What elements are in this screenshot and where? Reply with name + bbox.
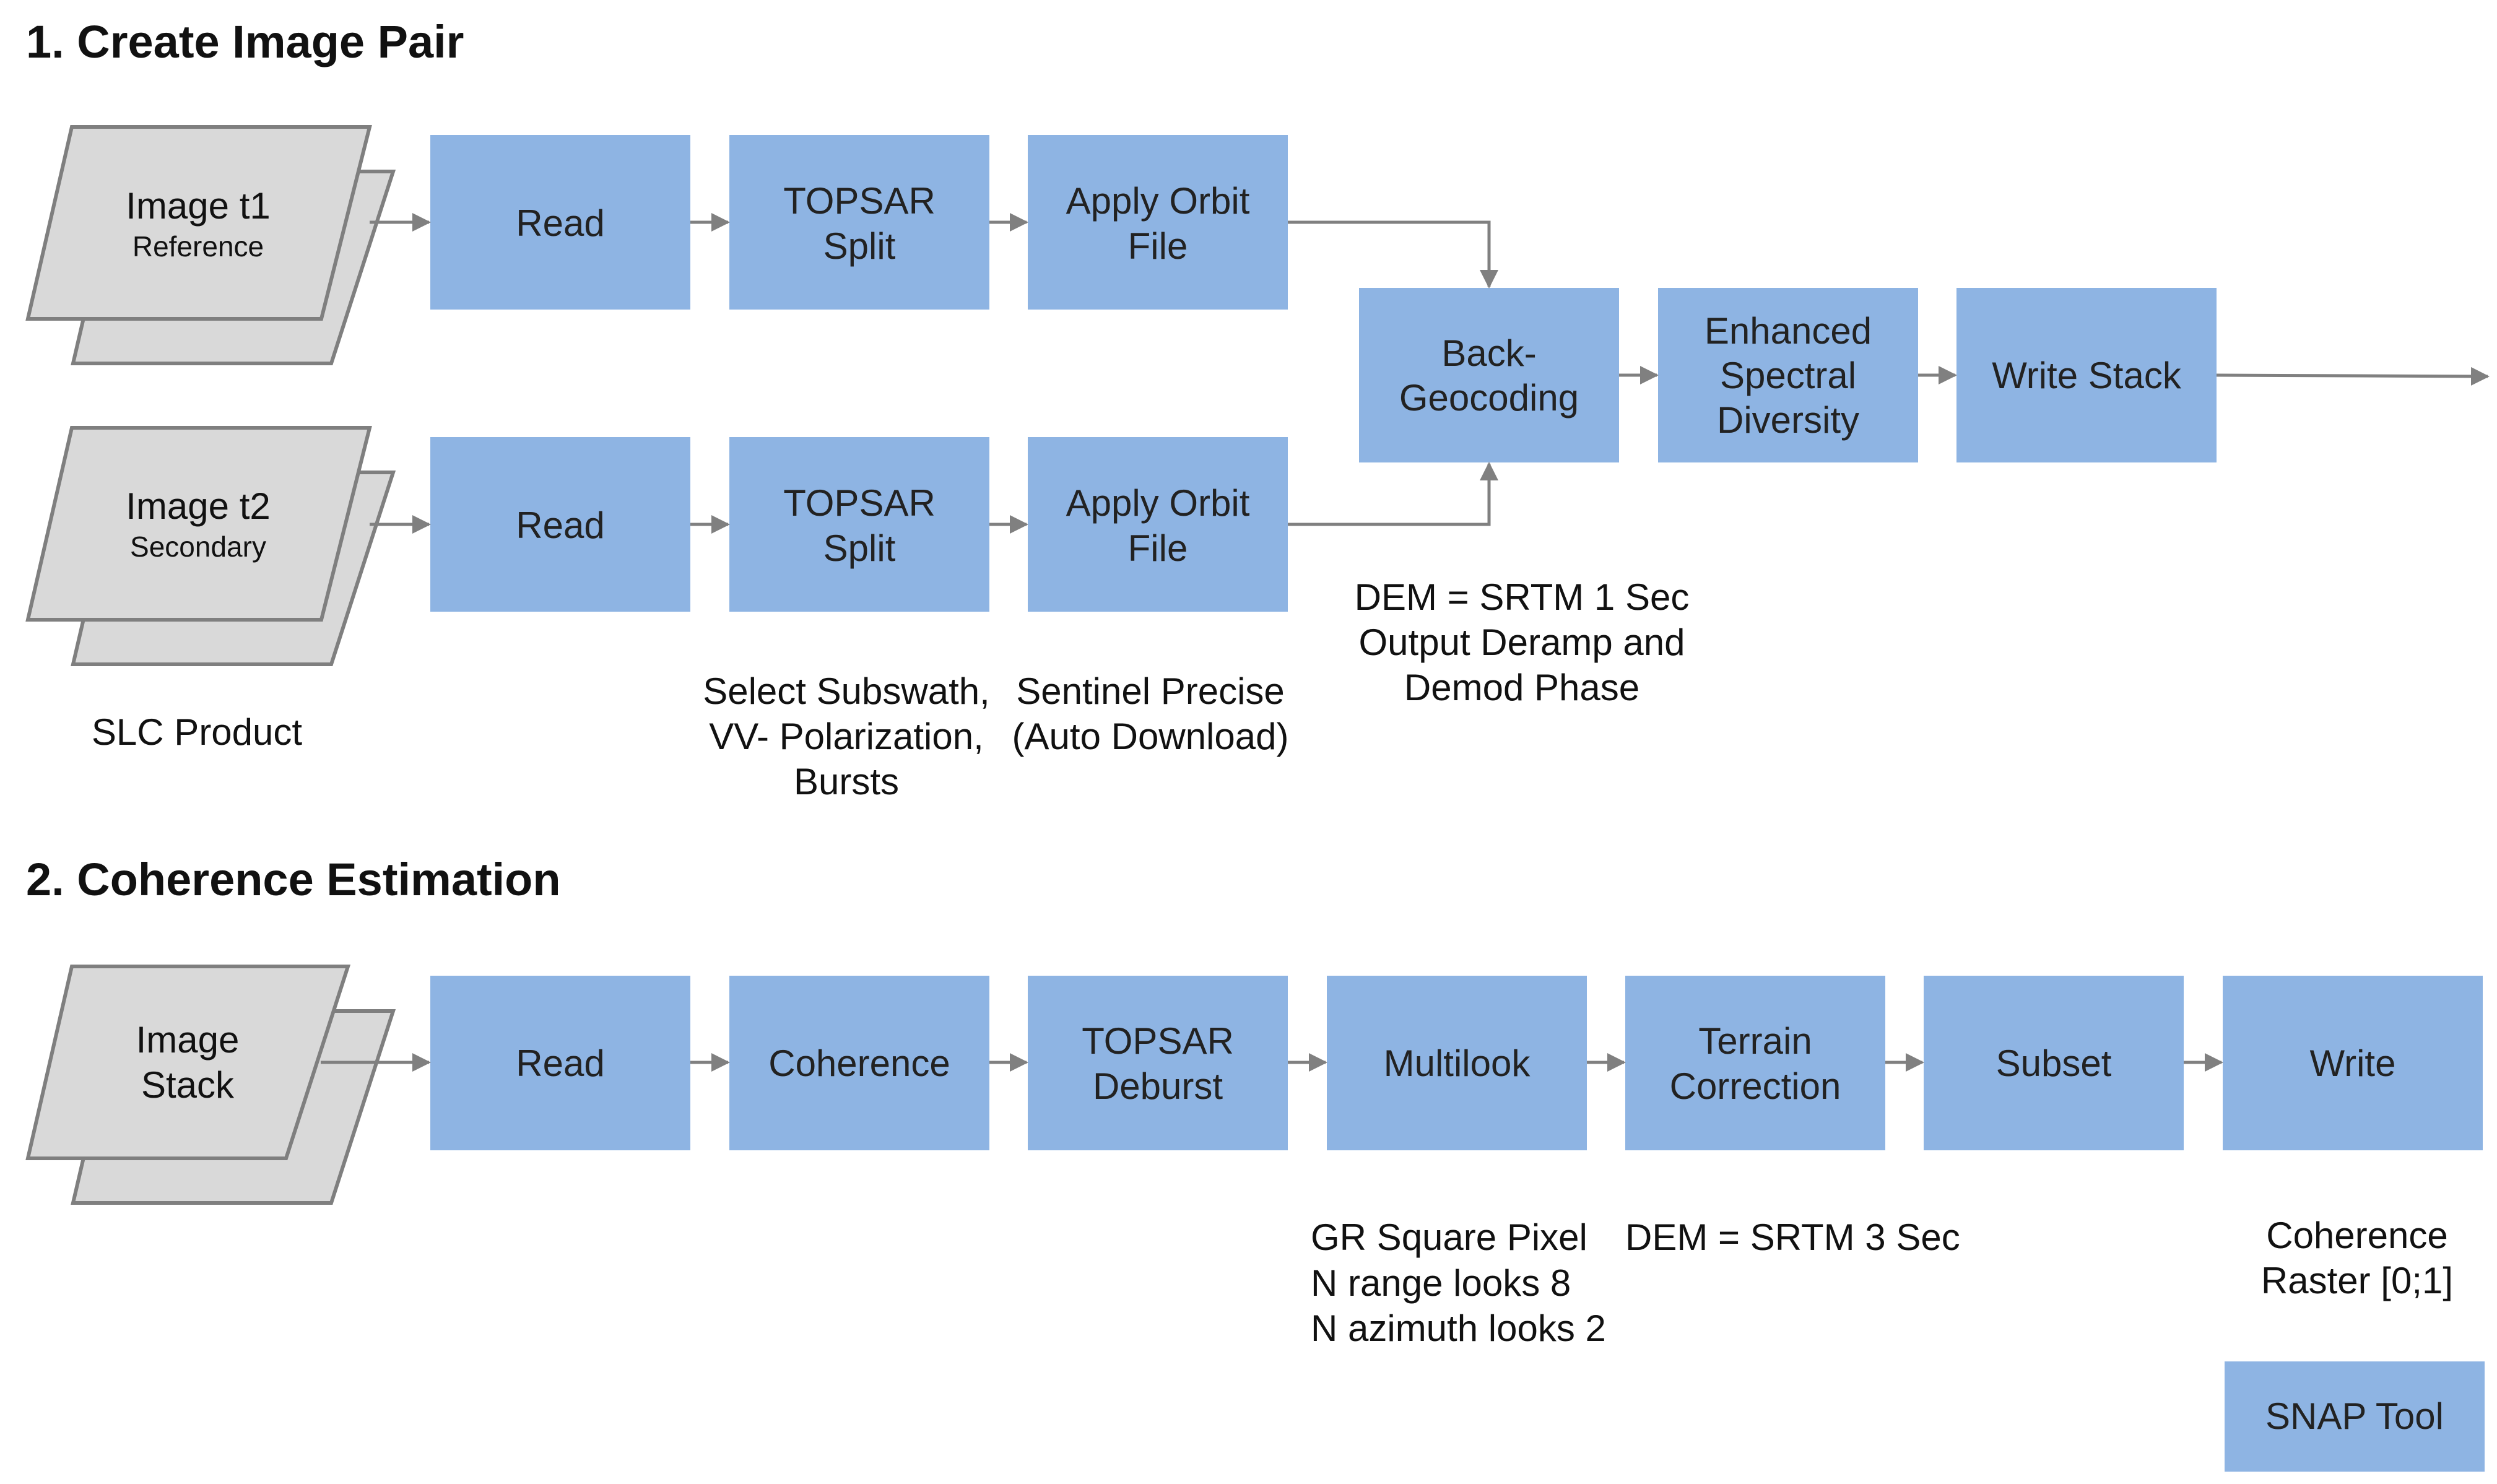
legend-snap-tool: SNAP Tool	[2225, 1361, 2485, 1472]
read-box-t2-label: Read	[516, 505, 604, 546]
image-t2-sublabel: Secondary	[130, 531, 266, 563]
topsar-split-box-t2: TOPSAR Split	[729, 437, 989, 612]
back-geocoding-box: Back- Geocoding	[1359, 288, 1619, 462]
image-t2-input: Image t2 Secondary	[25, 426, 396, 666]
terrain-correction-line1: Terrain	[1698, 1020, 1812, 1062]
coherence-box: Coherence	[729, 976, 989, 1150]
read-box-t1-label: Read	[516, 202, 604, 244]
note-split-line1: Select Subswath,	[703, 670, 990, 712]
esd-box: Enhanced Spectral Diversity	[1658, 288, 1918, 462]
read-box-stack: Read	[430, 976, 690, 1150]
note-backgeo-line2: Output Deramp and	[1359, 622, 1685, 663]
section1-title: 1. Create Image Pair	[26, 16, 464, 67]
section2-title: 2. Coherence Estimation	[26, 854, 561, 905]
note-write-line2: Raster [0;1]	[2261, 1260, 2453, 1301]
topsar-split-box-t1: TOPSAR Split	[729, 135, 989, 310]
note-split-line3: Bursts	[794, 761, 899, 802]
note-multilook-line2: N range looks 8	[1311, 1262, 1571, 1304]
subset-label: Subset	[1996, 1043, 2112, 1084]
note-multilook-line3: N azimuth looks 2	[1311, 1308, 1606, 1349]
arrow-orbit-t2-to-backgeo	[1288, 462, 1498, 526]
image-t1-sublabel: Reference	[132, 230, 264, 263]
legend-snap-tool-label: SNAP Tool	[2265, 1395, 2444, 1437]
arrow-orbit-t1-to-backgeo	[1288, 220, 1498, 289]
multilook-label: Multilook	[1384, 1043, 1531, 1084]
note-backgeo-line3: Demod Phase	[1404, 667, 1639, 708]
terrain-correction-box: Terrain Correction	[1625, 976, 1885, 1150]
image-t1-input: Image t1 Reference	[25, 125, 396, 365]
image-t2-label: Image t2	[126, 485, 270, 527]
note-split-line2: VV- Polarization,	[709, 716, 984, 757]
note-slc-product: SLC Product	[92, 711, 302, 753]
terrain-correction-line2: Correction	[1670, 1065, 1841, 1107]
topsar-deburst-box: TOPSAR Deburst	[1028, 976, 1288, 1150]
note-backgeo-line1: DEM = SRTM 1 Sec	[1355, 576, 1690, 618]
arrow-writestack-out	[2216, 367, 2490, 386]
subset-box: Subset	[1924, 976, 2184, 1150]
topsar-deburst-line2: Deburst	[1093, 1065, 1223, 1107]
back-geocoding-line1: Back-	[1441, 332, 1536, 374]
apply-orbit-t1-line1: Apply Orbit	[1066, 180, 1250, 222]
note-multilook-line1: GR Square Pixel	[1311, 1217, 1587, 1258]
apply-orbit-t1-line2: File	[1128, 225, 1188, 267]
image-stack-input: Image Stack	[25, 965, 396, 1205]
coherence-label: Coherence	[768, 1043, 950, 1084]
apply-orbit-t2-line1: Apply Orbit	[1066, 482, 1250, 524]
note-write-line1: Coherence	[2266, 1215, 2448, 1256]
topsar-split-t2-line2: Split	[823, 527, 896, 569]
topsar-split-t1-line2: Split	[823, 225, 896, 267]
apply-orbit-box-t1: Apply Orbit File	[1028, 135, 1288, 310]
image-t1-label: Image t1	[126, 185, 270, 227]
note-terrain: DEM = SRTM 3 Sec	[1625, 1217, 1960, 1258]
esd-line3: Diversity	[1717, 399, 1859, 441]
image-stack-line2: Stack	[141, 1064, 235, 1106]
write-label: Write	[2310, 1043, 2396, 1084]
write-stack-label: Write Stack	[1992, 355, 2182, 396]
back-geocoding-line2: Geocoding	[1399, 377, 1579, 419]
write-stack-box: Write Stack	[1956, 288, 2217, 462]
note-orbit-line2: (Auto Download)	[1012, 716, 1289, 757]
read-box-t1: Read	[430, 135, 690, 310]
esd-line2: Spectral	[1720, 355, 1856, 396]
esd-line1: Enhanced	[1704, 310, 1872, 352]
write-box: Write	[2223, 976, 2483, 1150]
note-orbit-line1: Sentinel Precise	[1016, 670, 1285, 712]
read-box-t2: Read	[430, 437, 690, 612]
read-box-stack-label: Read	[516, 1043, 604, 1084]
topsar-split-t2-line1: TOPSAR	[783, 482, 936, 524]
topsar-deburst-line1: TOPSAR	[1082, 1020, 1234, 1062]
topsar-split-t1-line1: TOPSAR	[783, 180, 936, 222]
apply-orbit-t2-line2: File	[1128, 527, 1188, 569]
image-stack-line1: Image	[136, 1019, 240, 1061]
apply-orbit-box-t2: Apply Orbit File	[1028, 437, 1288, 612]
multilook-box: Multilook	[1327, 976, 1587, 1150]
